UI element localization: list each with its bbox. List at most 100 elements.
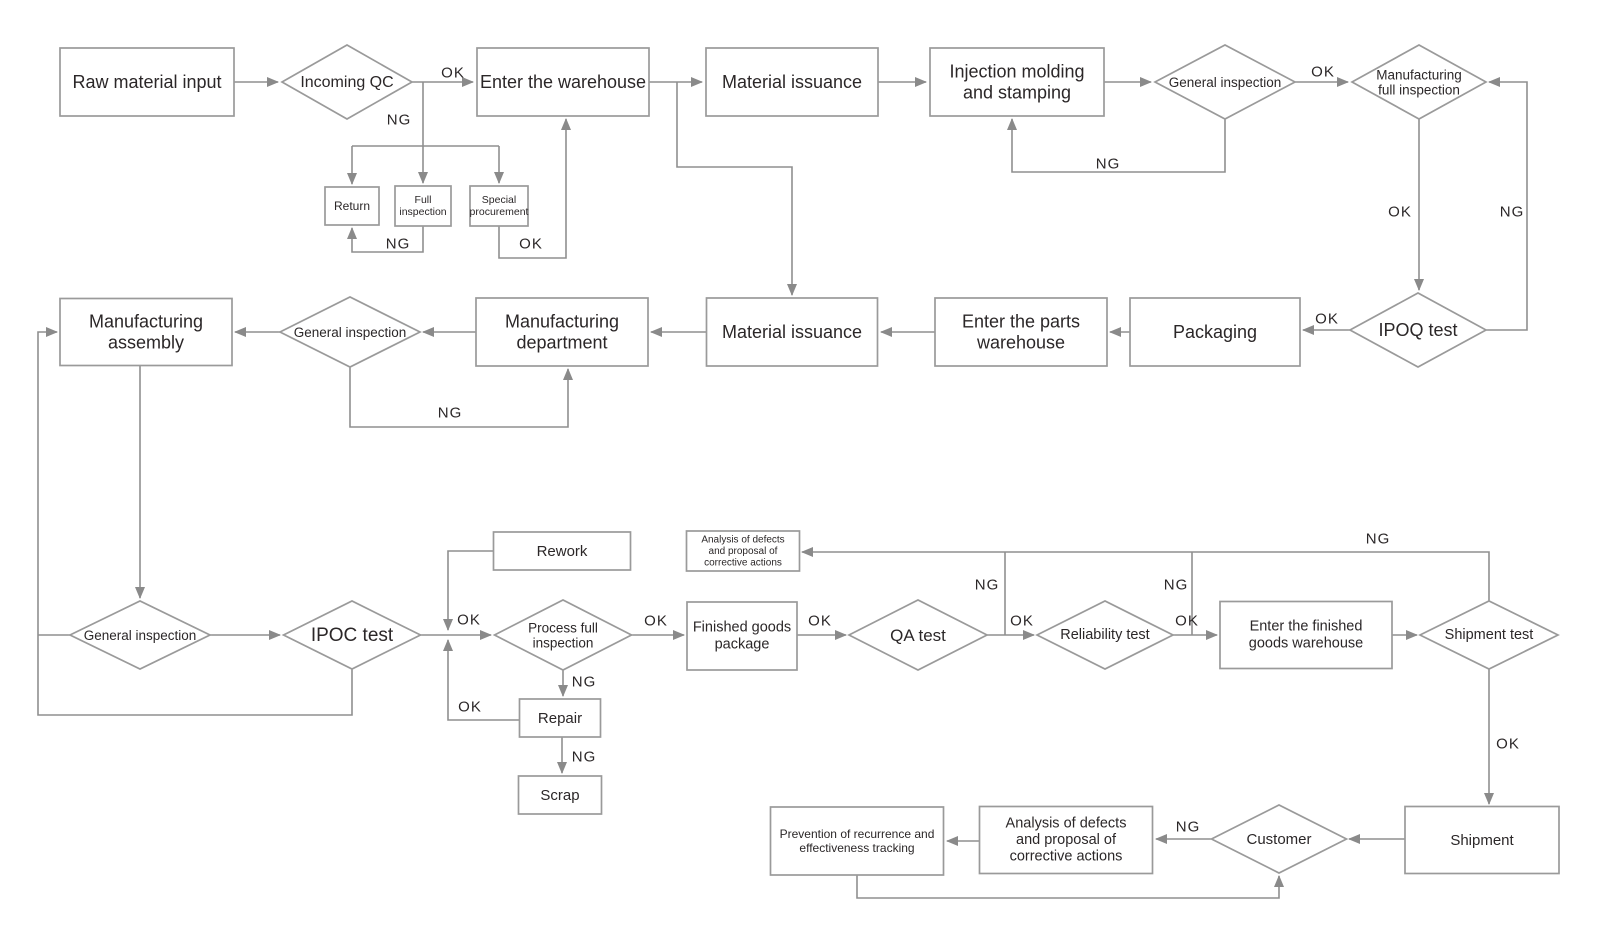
- node-label: Shipment: [1450, 832, 1514, 849]
- edge-label-ng: NG: [1164, 577, 1189, 594]
- edge-label-ok: OK: [808, 613, 832, 630]
- edge-enter-the-warehouse--material-issuance-2: [676, 82, 797, 296]
- node-reliability-test: Reliability test: [1035, 600, 1175, 670]
- node-label: Repair: [538, 710, 582, 727]
- edge-label-ok: OK: [644, 613, 668, 630]
- decision-diamond: [68, 600, 212, 670]
- node-ipoc-test: IPOC test: [281, 600, 423, 670]
- process-box: [929, 47, 1105, 117]
- node-qa-test: QA test: [847, 599, 989, 671]
- process-box: [1219, 600, 1393, 670]
- process-box: [518, 698, 602, 738]
- edge-ipoc-test--manufacturing-assembly: [37, 327, 353, 716]
- edge-label-ok: OK: [1010, 613, 1034, 630]
- decision-diamond: [1153, 44, 1297, 120]
- process-box: [492, 531, 632, 571]
- decision-diamond: [280, 44, 414, 120]
- edge-label-ok: OK: [1311, 64, 1335, 81]
- edge-label-ng: NG: [1500, 204, 1525, 221]
- edge-label-ng: NG: [1096, 156, 1121, 173]
- process-box: [1404, 805, 1560, 875]
- process-box: [1129, 297, 1301, 367]
- node-packaging: Packaging: [1129, 297, 1301, 367]
- edge-label-ok: OK: [458, 699, 482, 716]
- decision-diamond: [278, 296, 422, 368]
- decision-diamond: [1418, 600, 1560, 670]
- decision-diamond: [1035, 600, 1175, 670]
- edge-ipoq-test--manufacturing-full-inspection: [1486, 77, 1528, 331]
- node-repair: Repair: [518, 698, 602, 738]
- process-box: [934, 297, 1108, 367]
- edge-rework--process-full-inspection: [443, 550, 493, 631]
- decision-diamond: [281, 600, 423, 670]
- edge-prevention-of-recurrence--customer: [856, 875, 1284, 899]
- edge-general-inspection-2--manufacturing-department: [349, 367, 573, 428]
- node-label: Scrap: [540, 787, 579, 804]
- node-rework: Rework: [492, 531, 632, 571]
- decision-diamond: [1350, 44, 1488, 120]
- node-label: QA test: [890, 626, 946, 645]
- process-box: [59, 47, 235, 117]
- process-box: [475, 297, 649, 367]
- node-label: Enter the warehouse: [480, 72, 646, 92]
- process-box: [769, 806, 945, 876]
- edge-general-inspection-1--injection-molding-and-stamping: [1007, 118, 1226, 173]
- process-box: [394, 185, 452, 227]
- node-label: General inspection: [84, 628, 197, 643]
- edge-label-ok: OK: [1388, 204, 1412, 221]
- node-return: Return: [324, 186, 380, 226]
- node-general-inspection-3: General inspection: [68, 600, 212, 670]
- node-label: General inspection: [294, 325, 407, 340]
- node-incoming-qc: Incoming QC: [280, 44, 414, 120]
- edge-label-ng: NG: [386, 236, 411, 253]
- node-material-issuance-1: Material issuance: [705, 47, 879, 117]
- process-box: [705, 297, 879, 367]
- node-label: Raw material input: [72, 72, 221, 92]
- node-enter-the-warehouse: Enter the warehouse: [476, 47, 650, 117]
- node-raw-material-input: Raw material input: [59, 47, 235, 117]
- edge-label-ok: OK: [457, 612, 481, 629]
- node-ipoq-test: IPOQ test: [1348, 292, 1488, 368]
- node-scrap: Scrap: [517, 775, 603, 815]
- edge-label-ok: OK: [1175, 613, 1199, 630]
- node-label: General inspection: [1169, 75, 1282, 90]
- node-label: IPOC test: [311, 625, 394, 646]
- decision-diamond: [1348, 292, 1488, 368]
- node-shipment-test: Shipment test: [1418, 600, 1560, 670]
- edge-label-ok: OK: [519, 236, 543, 253]
- node-label: Reliability test: [1060, 627, 1149, 643]
- node-label: Material issuance: [722, 72, 862, 92]
- node-label: Packaging: [1173, 322, 1257, 342]
- edge-repair--process-full-inspection: [443, 639, 520, 721]
- decision-diamond: [1209, 804, 1349, 874]
- node-label: Material issuance: [722, 322, 862, 342]
- edge-shipment-test--analysis-of-defects-top: [801, 547, 1490, 601]
- edge-label-ng: NG: [572, 674, 597, 691]
- edge-label-ng: NG: [438, 405, 463, 422]
- edge-special-procurement--enter-the-warehouse: [498, 118, 571, 259]
- process-box: [686, 601, 798, 671]
- node-label: Incoming QC: [300, 74, 393, 91]
- edge-label-ng: NG: [975, 577, 1000, 594]
